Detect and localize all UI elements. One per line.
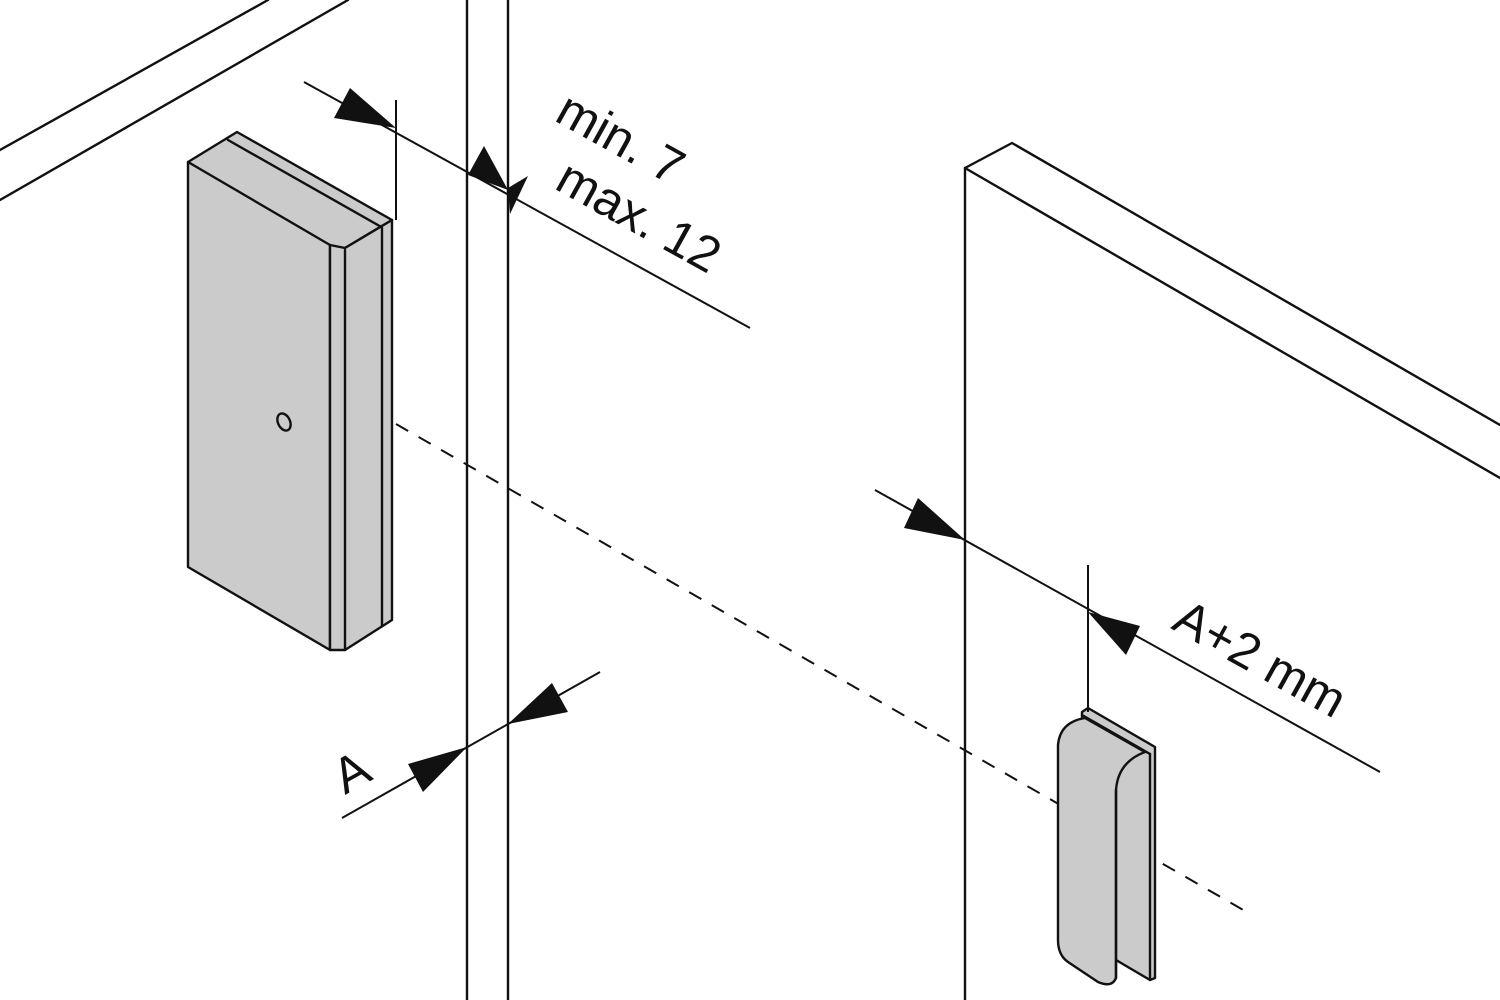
arrow-head-icon bbox=[408, 747, 467, 792]
arrow-head-icon bbox=[508, 683, 568, 724]
arrow-head-icon bbox=[508, 176, 528, 214]
arrow-head-icon bbox=[334, 88, 396, 128]
magnet-catch bbox=[186, 130, 394, 652]
arrow-head-icon bbox=[904, 498, 965, 540]
label-a-plus-2mm: A+2 mm bbox=[1165, 589, 1356, 729]
dimension-a: A bbox=[323, 671, 601, 819]
label-a: A bbox=[323, 739, 380, 804]
counter-plate bbox=[1056, 706, 1157, 986]
screw-hole bbox=[276, 412, 292, 432]
cabinet-side-panel bbox=[465, 0, 510, 1000]
arrow-head-icon bbox=[1088, 612, 1140, 655]
cabinet-top-edges bbox=[0, 0, 350, 202]
door-panel bbox=[963, 141, 1500, 1000]
alignment-line bbox=[395, 423, 1253, 916]
